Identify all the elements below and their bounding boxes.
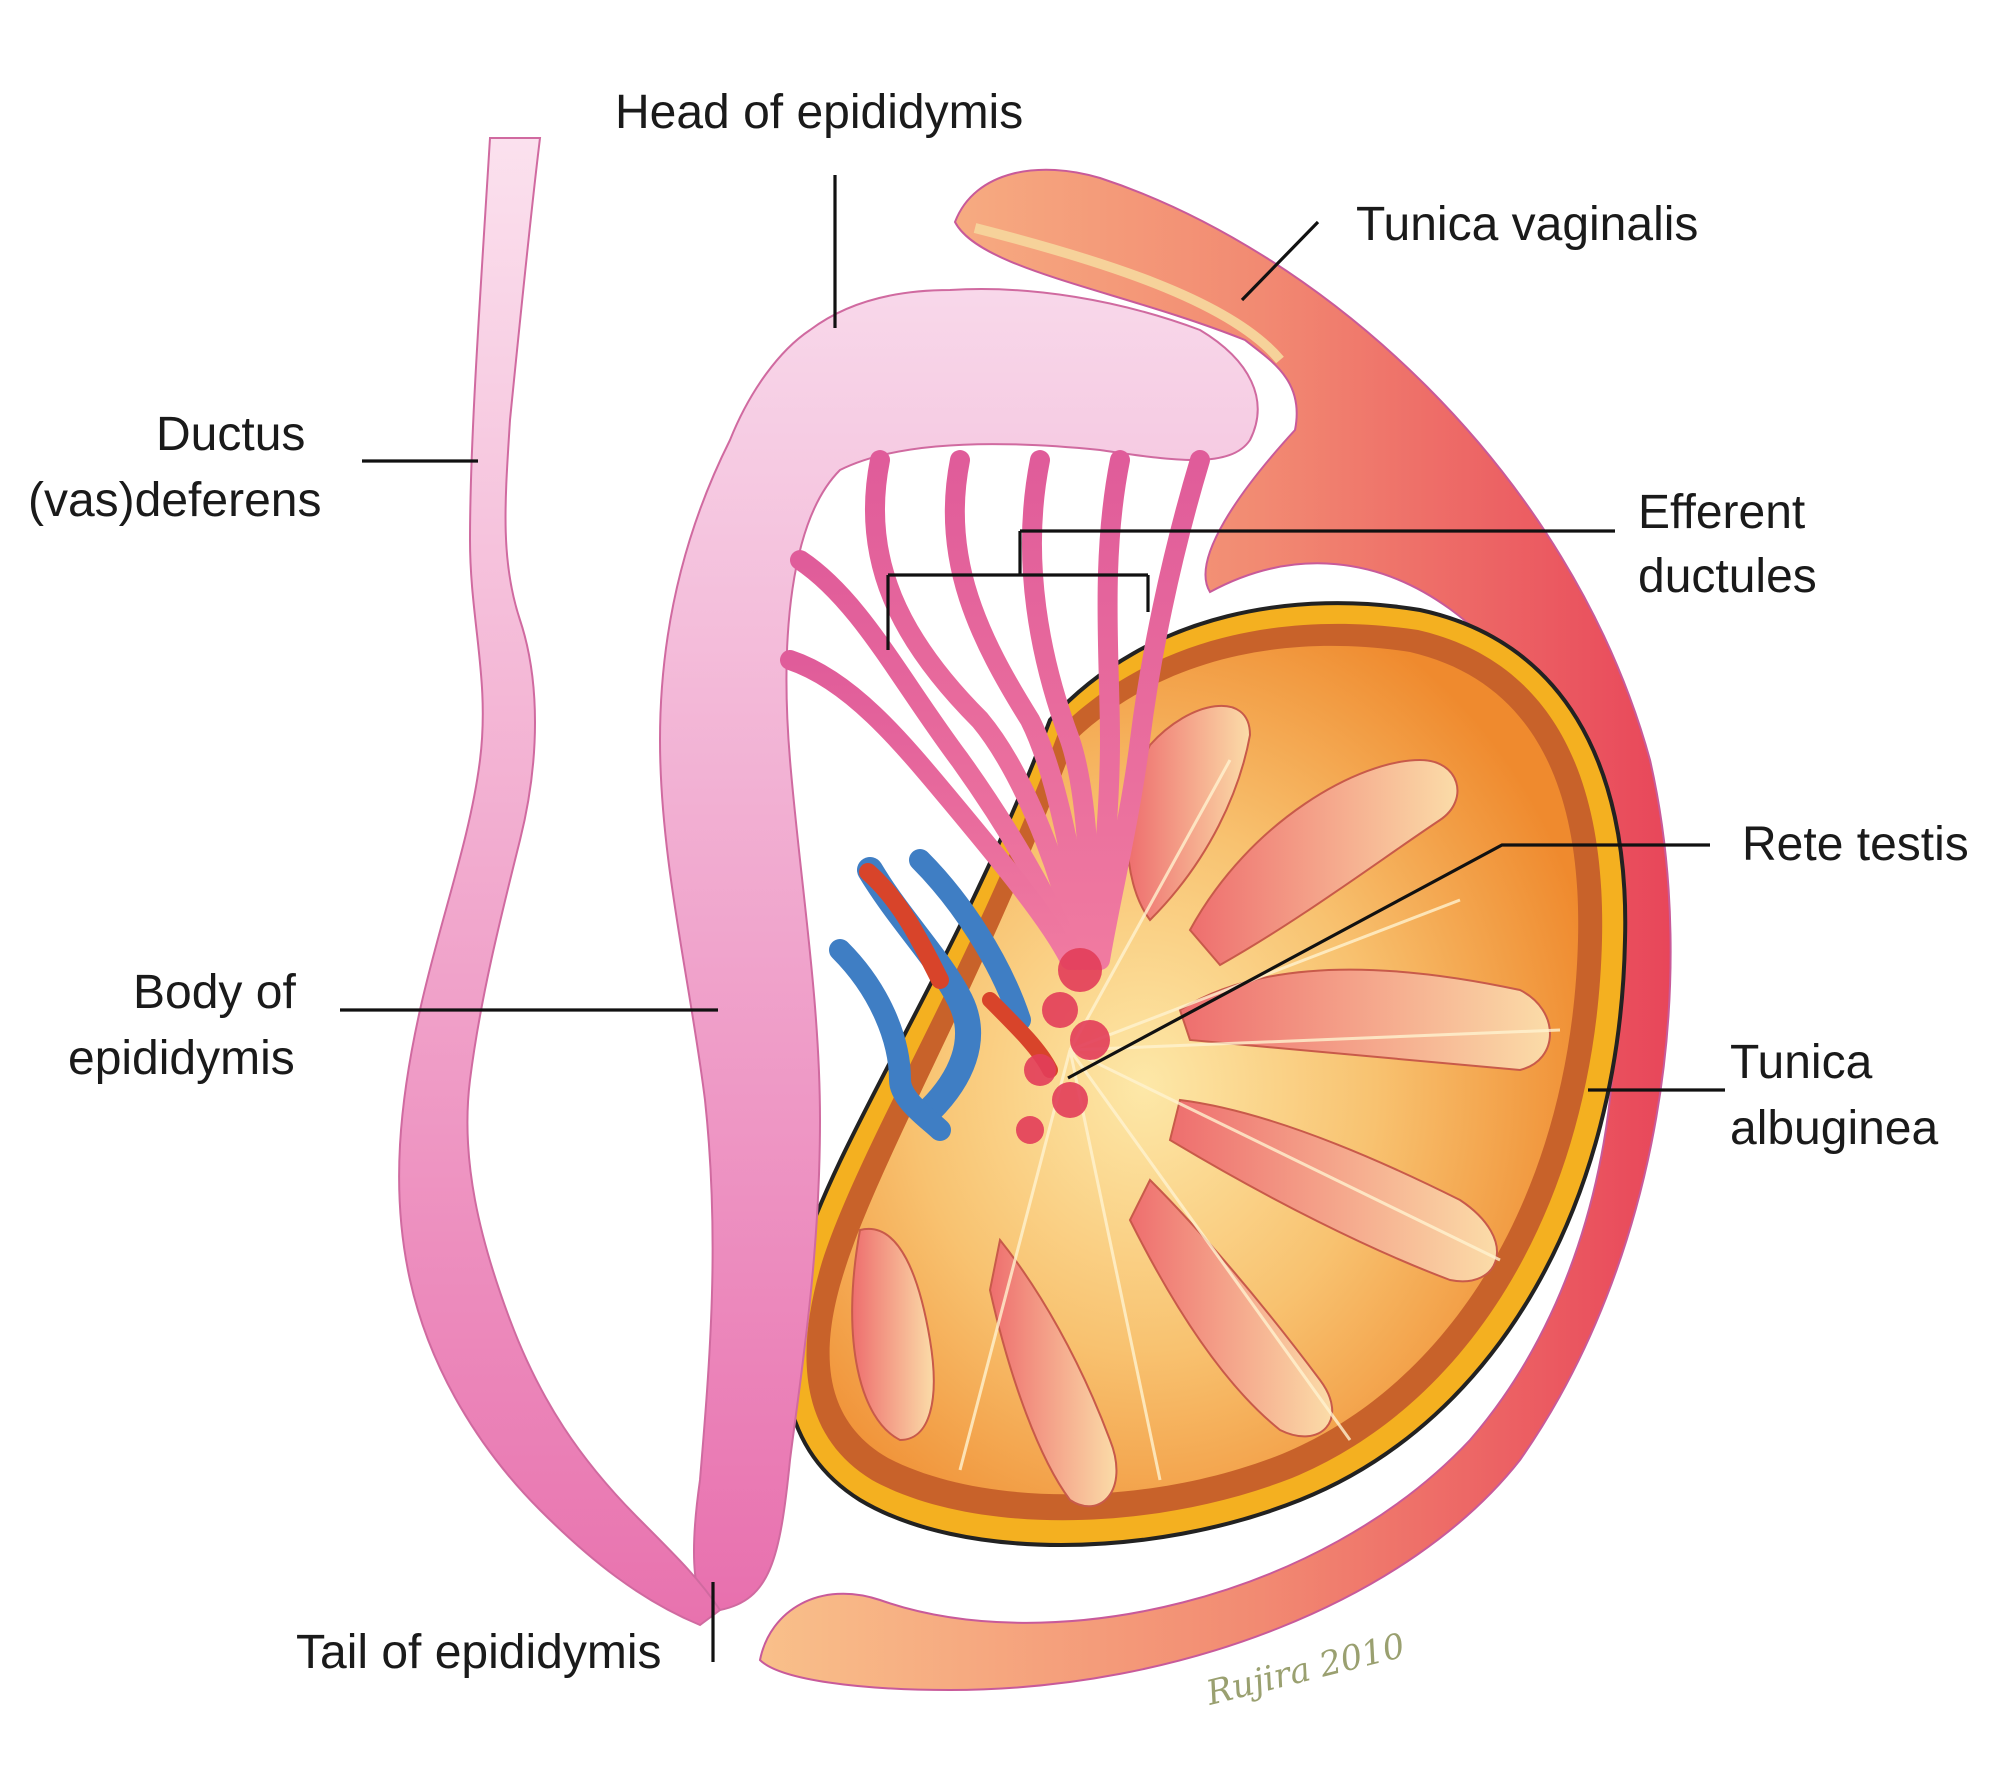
leader-efferent xyxy=(886,529,1615,650)
leader-lines xyxy=(340,175,1725,1662)
label-rete-testis: Rete testis xyxy=(1742,818,1969,871)
label-efferent-line2: ductules xyxy=(1638,550,1817,603)
label-head-of-epididymis: Head of epididymis xyxy=(615,86,1023,139)
label-ductus-line2: (vas)deferens xyxy=(28,474,321,527)
rete-testis-shape xyxy=(1016,948,1110,1144)
label-body-line2: epididymis xyxy=(68,1032,295,1085)
label-ductus-line1: Ductus xyxy=(156,408,305,461)
lobule xyxy=(1168,1098,1498,1283)
lobule xyxy=(1128,1178,1334,1438)
label-body-line1: Body of xyxy=(133,966,296,1019)
label-tunica-albuginea-line2: albuginea xyxy=(1730,1102,1939,1155)
label-tunica-albuginea-line1: Tunica xyxy=(1730,1036,1873,1089)
label-tunica-vaginalis: Tunica vaginalis xyxy=(1356,198,1698,251)
lobule xyxy=(1188,758,1459,967)
leader-tunica-vaginalis xyxy=(1240,220,1320,302)
septa-lines xyxy=(958,759,1561,1481)
leader-rete xyxy=(1067,843,1710,1080)
labels: Head of epididymis Tunica vaginalis Duct… xyxy=(28,86,1969,1679)
label-efferent-line1: Efferent xyxy=(1638,486,1805,539)
epididymis-shape xyxy=(658,288,1259,1612)
lobule xyxy=(851,1227,935,1442)
tunica-vaginalis-shape xyxy=(758,168,1672,1692)
label-tail-of-epididymis: Tail of epididymis xyxy=(296,1626,661,1679)
lobules xyxy=(851,704,1551,1508)
lobule xyxy=(1178,968,1551,1072)
ductus-deferens-shape xyxy=(398,137,722,1627)
efferent-ductules xyxy=(780,450,1210,970)
lobule xyxy=(988,1237,1118,1508)
